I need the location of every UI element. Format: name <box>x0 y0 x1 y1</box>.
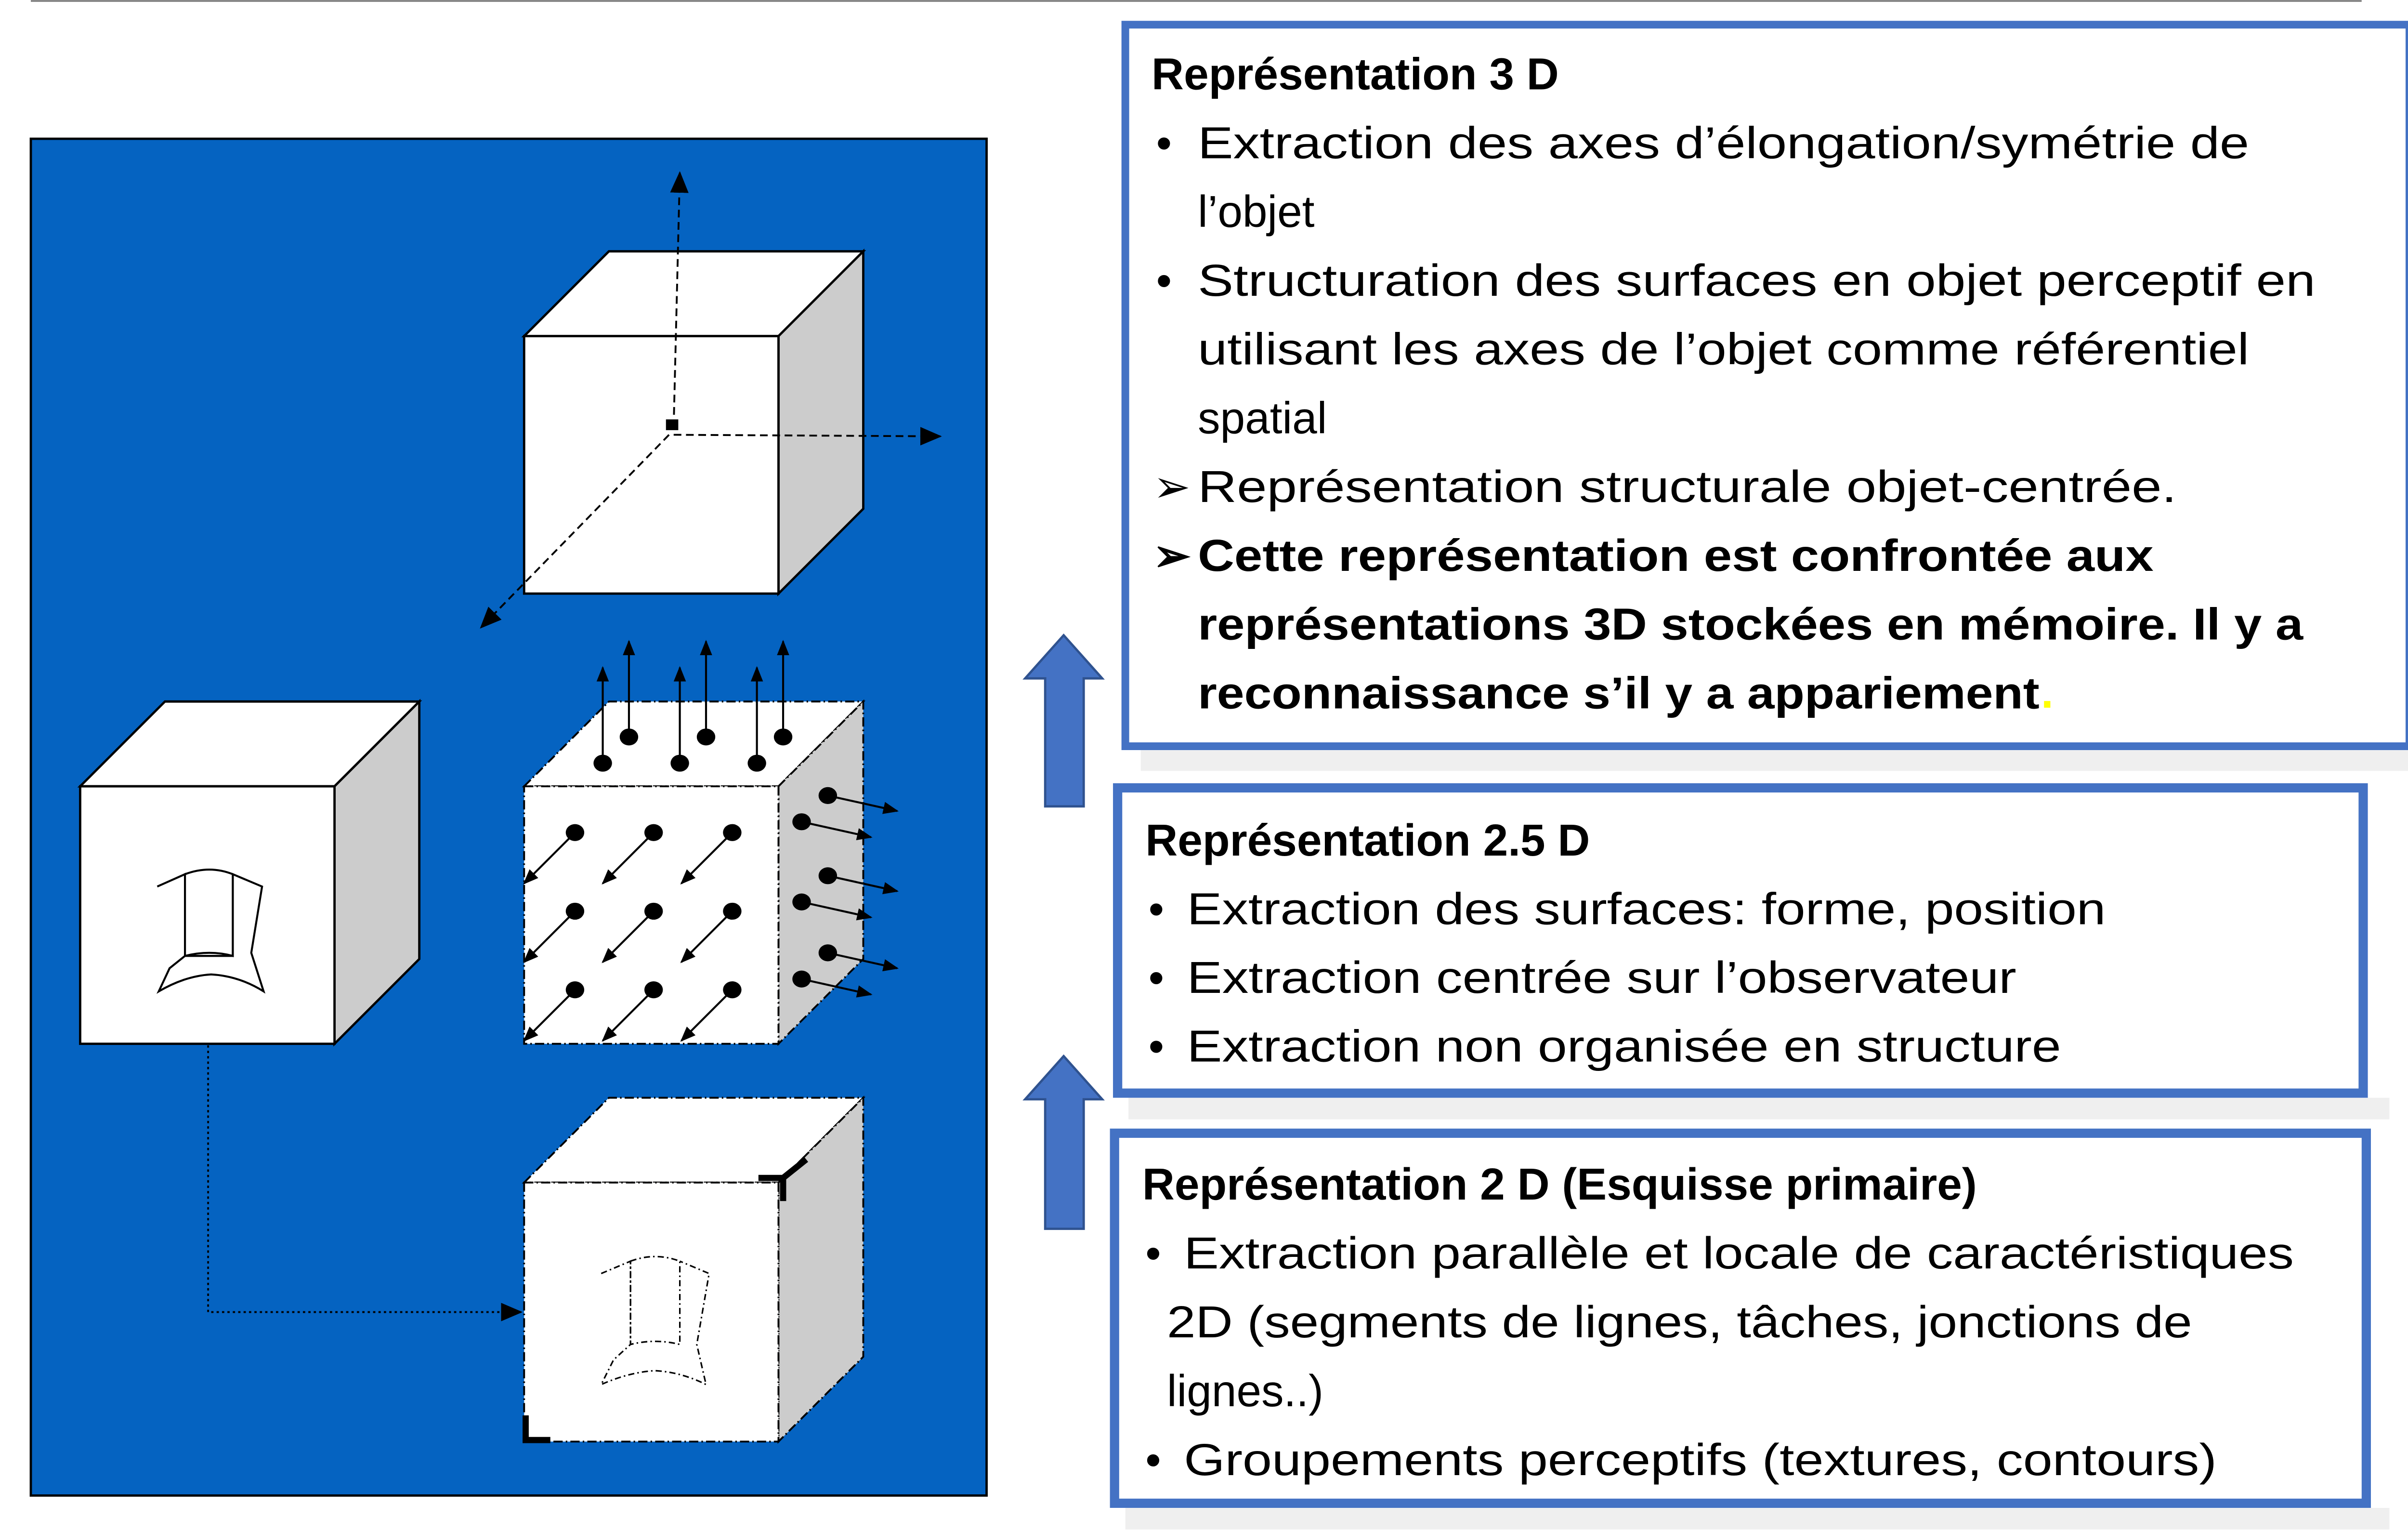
side-normal-dot <box>818 867 838 884</box>
box-line: 2D (segments de lignes, tâches, jonction… <box>1167 1297 2192 1347</box>
axis-depth <box>480 434 670 629</box>
bullet-icon: • <box>1145 1435 1161 1485</box>
box-title: Représentation 3 D <box>1152 49 1559 99</box>
cube-3d-axes <box>480 171 942 629</box>
front-normal-dot <box>723 981 742 999</box>
top-normal-dot <box>747 754 766 772</box>
top-normal-dot <box>773 728 793 746</box>
l-junction <box>523 1415 550 1443</box>
dotted-connector <box>207 1045 523 1321</box>
front-normal-dot <box>565 981 585 999</box>
front-normal-dot <box>723 824 742 841</box>
side-normal-arrow <box>801 978 873 998</box>
front-normal-arrow <box>680 910 733 963</box>
bullet-icon: • <box>1156 118 1172 168</box>
side-normal-arrow <box>801 820 873 841</box>
box-line: lignes..) <box>1167 1366 1323 1416</box>
front-normal-arrow <box>523 910 576 963</box>
box-line: Représentation structurale objet-centrée… <box>1198 462 2177 512</box>
cube-front-face <box>523 1181 780 1443</box>
bullet-icon: • <box>1149 952 1165 1003</box>
box-title: Représentation 2 D (Esquisse primaire) <box>1142 1159 1977 1209</box>
up-arrow-lower <box>1022 1054 1105 1230</box>
box-line: Groupements perceptifs (textures, contou… <box>1184 1435 2217 1485</box>
axis-vertical <box>670 171 689 427</box>
box-line: utilisant les axes de l’objet comme réfé… <box>1198 324 2249 374</box>
y-junction <box>758 1157 809 1201</box>
box-line: représentations 3D stockées en mémoire. … <box>1198 599 2304 649</box>
front-normal-dot <box>723 902 742 920</box>
side-normal-arrow <box>827 794 899 814</box>
object-icon <box>156 869 266 994</box>
side-normal-dot <box>792 970 811 988</box>
axis-horizontal <box>673 427 942 446</box>
front-normal-arrow <box>602 989 654 1042</box>
front-normal-arrow <box>602 910 654 963</box>
box-2d-shadow <box>1125 1507 2390 1530</box>
box-line: Structuration des surfaces en objet perc… <box>1198 255 2316 305</box>
front-normal-arrow <box>523 989 576 1042</box>
box-line: Extraction centrée sur l’observateur <box>1187 952 2016 1003</box>
up-arrow-upper <box>1022 633 1105 808</box>
front-normal-dot <box>644 981 663 999</box>
arrowhead-bullet-icon: ➢ <box>1153 462 1191 512</box>
cube-sketch <box>522 1095 866 1444</box>
box-line: l’objet <box>1198 186 1315 237</box>
side-normal-arrow <box>801 901 873 921</box>
arrowhead-bullet-icon: ➢ <box>1153 530 1191 581</box>
bullet-icon: • <box>1156 255 1172 305</box>
box-3d-shadow <box>1140 749 2408 771</box>
box-title: Représentation 2.5 D <box>1145 815 1590 865</box>
front-normal-dot <box>565 902 585 920</box>
box-line: Extraction des surfaces: forme, position <box>1187 884 2106 934</box>
sketch-object-icon <box>599 1255 710 1386</box>
side-normal-dot <box>818 944 838 962</box>
cube-surfaces <box>522 640 899 1046</box>
front-normal-dot <box>644 902 663 920</box>
side-normal-dot <box>792 813 811 831</box>
box-line: Extraction non organisée en structure <box>1187 1021 2061 1071</box>
front-normal-arrow <box>680 989 733 1042</box>
bullet-icon: • <box>1149 884 1165 934</box>
box-25d-shadow <box>1128 1097 2390 1120</box>
box-line: Extraction des axes d’élongation/symétri… <box>1198 118 2249 168</box>
box-line: Cette représentation est confrontée aux <box>1198 530 2154 581</box>
side-normal-dot <box>792 893 811 911</box>
box-line: spatial <box>1198 393 1327 443</box>
front-normal-arrow <box>523 831 576 885</box>
front-normal-arrow <box>602 831 654 885</box>
box-3d <box>1121 21 2408 750</box>
axis-origin <box>666 419 679 430</box>
bullet-icon: • <box>1149 1021 1165 1071</box>
side-normal-dot <box>818 787 838 805</box>
box-line: reconnaissance s’il y a appariement <box>1198 668 2040 718</box>
front-normal-dot <box>644 824 663 841</box>
cube-object <box>77 699 523 1321</box>
front-normal-dot <box>565 824 585 841</box>
top-normal-dot <box>619 728 639 746</box>
top-normal-dot <box>696 728 716 746</box>
top-normal-dot <box>593 754 612 772</box>
cube-front-face <box>523 335 780 595</box>
front-normal-arrow <box>680 831 733 885</box>
top-normal-dot <box>670 754 689 772</box>
box-25d <box>1113 783 2368 1098</box>
side-normal-arrow <box>827 874 899 895</box>
box-line: Extraction parallèle et locale de caract… <box>1184 1228 2294 1278</box>
side-normal-arrow <box>827 951 899 972</box>
bullet-icon: • <box>1145 1228 1161 1278</box>
box-2d <box>1110 1128 2371 1508</box>
highlighted-period: . <box>2041 667 2054 717</box>
